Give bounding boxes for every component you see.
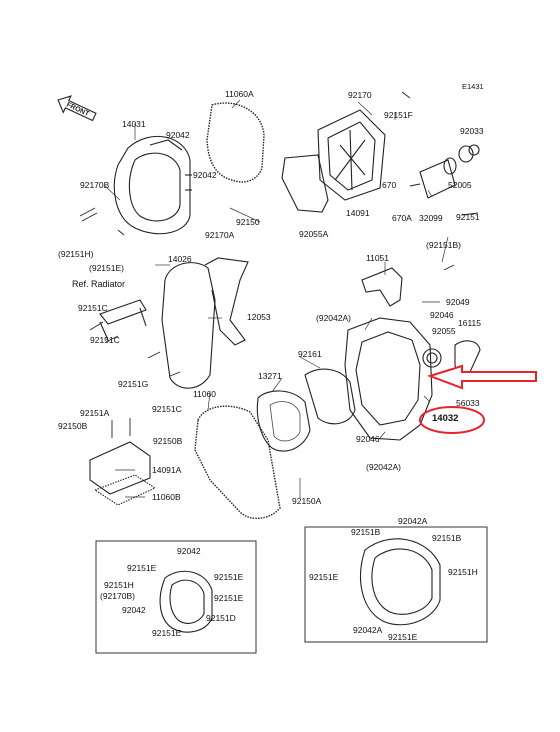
part-label: 92161 xyxy=(298,349,322,359)
part-label: 92042 xyxy=(122,605,146,615)
part-label: 11051 xyxy=(366,253,390,263)
part-label: 92042A xyxy=(398,516,428,526)
part-label: 92151D xyxy=(206,613,236,623)
part-label: 92151H xyxy=(448,567,478,577)
gasket-11060a-part xyxy=(206,102,265,183)
inset-box-left xyxy=(95,540,257,654)
part-label: 92151B xyxy=(351,527,381,537)
part-label: 92151E xyxy=(152,628,182,638)
part-label: 670A xyxy=(392,213,412,223)
part-label: 92042 xyxy=(177,546,201,556)
part-label: 92151 xyxy=(456,212,480,222)
cover-14091-part xyxy=(317,109,386,201)
part-label: 92150A xyxy=(292,496,322,506)
part-label: 92046 xyxy=(356,434,380,444)
part-label: 92151E xyxy=(127,563,157,573)
part-label: 14091 xyxy=(346,208,370,218)
highlight-circle-icon xyxy=(419,406,485,434)
part-label: 92150 xyxy=(236,217,260,227)
part-label: 92151E xyxy=(309,572,339,582)
pickup-part xyxy=(409,144,480,199)
part-label: (92151B) xyxy=(426,240,461,250)
part-label: 92151E xyxy=(214,572,244,582)
part-label: 11060A xyxy=(225,89,254,99)
highlighted-part-label: 14032 xyxy=(432,413,459,424)
gasket-92055a-part xyxy=(281,154,329,213)
inset-box-right xyxy=(304,526,488,643)
clutch-cover-part xyxy=(113,135,192,235)
part-label: 92151A xyxy=(80,408,110,418)
plate-92161-part xyxy=(304,368,356,425)
cover-14026-part xyxy=(161,257,249,389)
inset-cover-right-part xyxy=(360,538,441,626)
part-label: 16115 xyxy=(458,318,482,328)
part-label: 92151C xyxy=(90,335,120,345)
part-label: 92170A xyxy=(205,230,235,240)
part-label: 14026 xyxy=(168,254,192,264)
part-label: 11060 xyxy=(193,389,217,399)
part-label: 12053 xyxy=(247,312,271,322)
part-label: 92151E xyxy=(214,593,244,603)
part-label: 32099 xyxy=(419,213,443,223)
front-arrow-icon xyxy=(57,95,97,122)
part-label: 92150B xyxy=(58,421,88,431)
part-label: 92151B xyxy=(432,533,462,543)
ref-radiator-label: Ref. Radiator xyxy=(72,279,126,289)
part-label: 56033 xyxy=(456,398,480,408)
part-label: 92042 xyxy=(166,130,190,140)
part-label: 92170 xyxy=(348,90,372,100)
part-label: (92042A) xyxy=(366,462,401,472)
part-label: 92042 xyxy=(193,170,217,180)
part-label: (92151H) xyxy=(58,249,94,259)
part-label: 11060B xyxy=(152,492,181,502)
part-label: 14031 xyxy=(122,119,146,129)
part-label: 92049 xyxy=(446,297,470,307)
gasket-11060-part xyxy=(194,405,281,519)
bracket-11051-part xyxy=(361,267,403,307)
part-label: 92033 xyxy=(460,126,484,136)
part-label: (92170B) xyxy=(100,591,135,601)
part-label: 13271 xyxy=(258,371,282,381)
part-label: 92151C xyxy=(78,303,108,313)
part-label: 670 xyxy=(382,180,397,190)
part-label: 92046 xyxy=(430,310,454,320)
bracket-part xyxy=(99,299,147,341)
part-label: 92055 xyxy=(432,326,456,336)
highlight-arrow-icon xyxy=(426,364,537,390)
part-label: 92151C xyxy=(152,404,182,414)
part-label: 92170B xyxy=(80,180,110,190)
part-label: 92151E xyxy=(388,632,418,642)
plate-13271-part xyxy=(256,390,311,452)
inset-cover-left-part xyxy=(159,570,213,633)
part-label: (92042A) xyxy=(316,313,351,323)
crankcase-cover-part xyxy=(344,317,442,441)
part-label: 92151H xyxy=(104,580,134,590)
part-label: 92055A xyxy=(299,229,329,239)
part-label: 14091A xyxy=(152,465,182,475)
part-label: 92150B xyxy=(153,436,183,446)
part-label: 92042A xyxy=(353,625,383,635)
part-label: 92151G xyxy=(118,379,149,389)
cover-14091a-part xyxy=(89,441,157,506)
diagram-code: E1431 xyxy=(462,82,484,91)
part-label: 92151F xyxy=(384,110,413,120)
part-label: (92151E) xyxy=(89,263,124,273)
part-label: 52005 xyxy=(448,180,472,190)
